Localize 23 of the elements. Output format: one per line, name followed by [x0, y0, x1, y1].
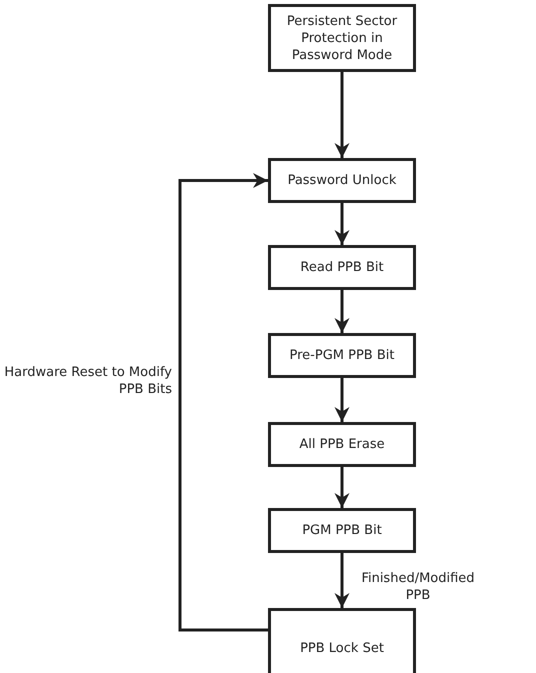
edge-label: Hardware Reset to Modify PPB Bits — [3, 364, 172, 398]
edge-label: Finished/Modified PPB — [360, 570, 476, 604]
arrow — [334, 290, 350, 333]
process-box — [268, 158, 416, 203]
arrow — [334, 203, 350, 245]
process-box — [268, 508, 416, 553]
arrow — [334, 553, 350, 608]
box-label: PPB Lock Set — [300, 640, 384, 656]
arrow — [334, 467, 350, 508]
process-box — [268, 422, 416, 467]
box-label: Persistent Sector Protection in Password Mode — [286, 12, 398, 64]
box-label: All PPB Erase — [299, 436, 385, 453]
process-box — [268, 4, 416, 72]
arrow — [334, 72, 350, 158]
box-label: Password Unlock — [288, 172, 396, 189]
box-label: Pre-PGM PPB Bit — [290, 347, 394, 364]
arrow — [178, 173, 268, 632]
arrow — [334, 378, 350, 422]
box-label: PGM PPB Bit — [302, 522, 382, 539]
process-box — [268, 608, 416, 673]
process-box — [268, 333, 416, 378]
process-box — [268, 245, 416, 290]
box-label: Read PPB Bit — [300, 259, 384, 276]
